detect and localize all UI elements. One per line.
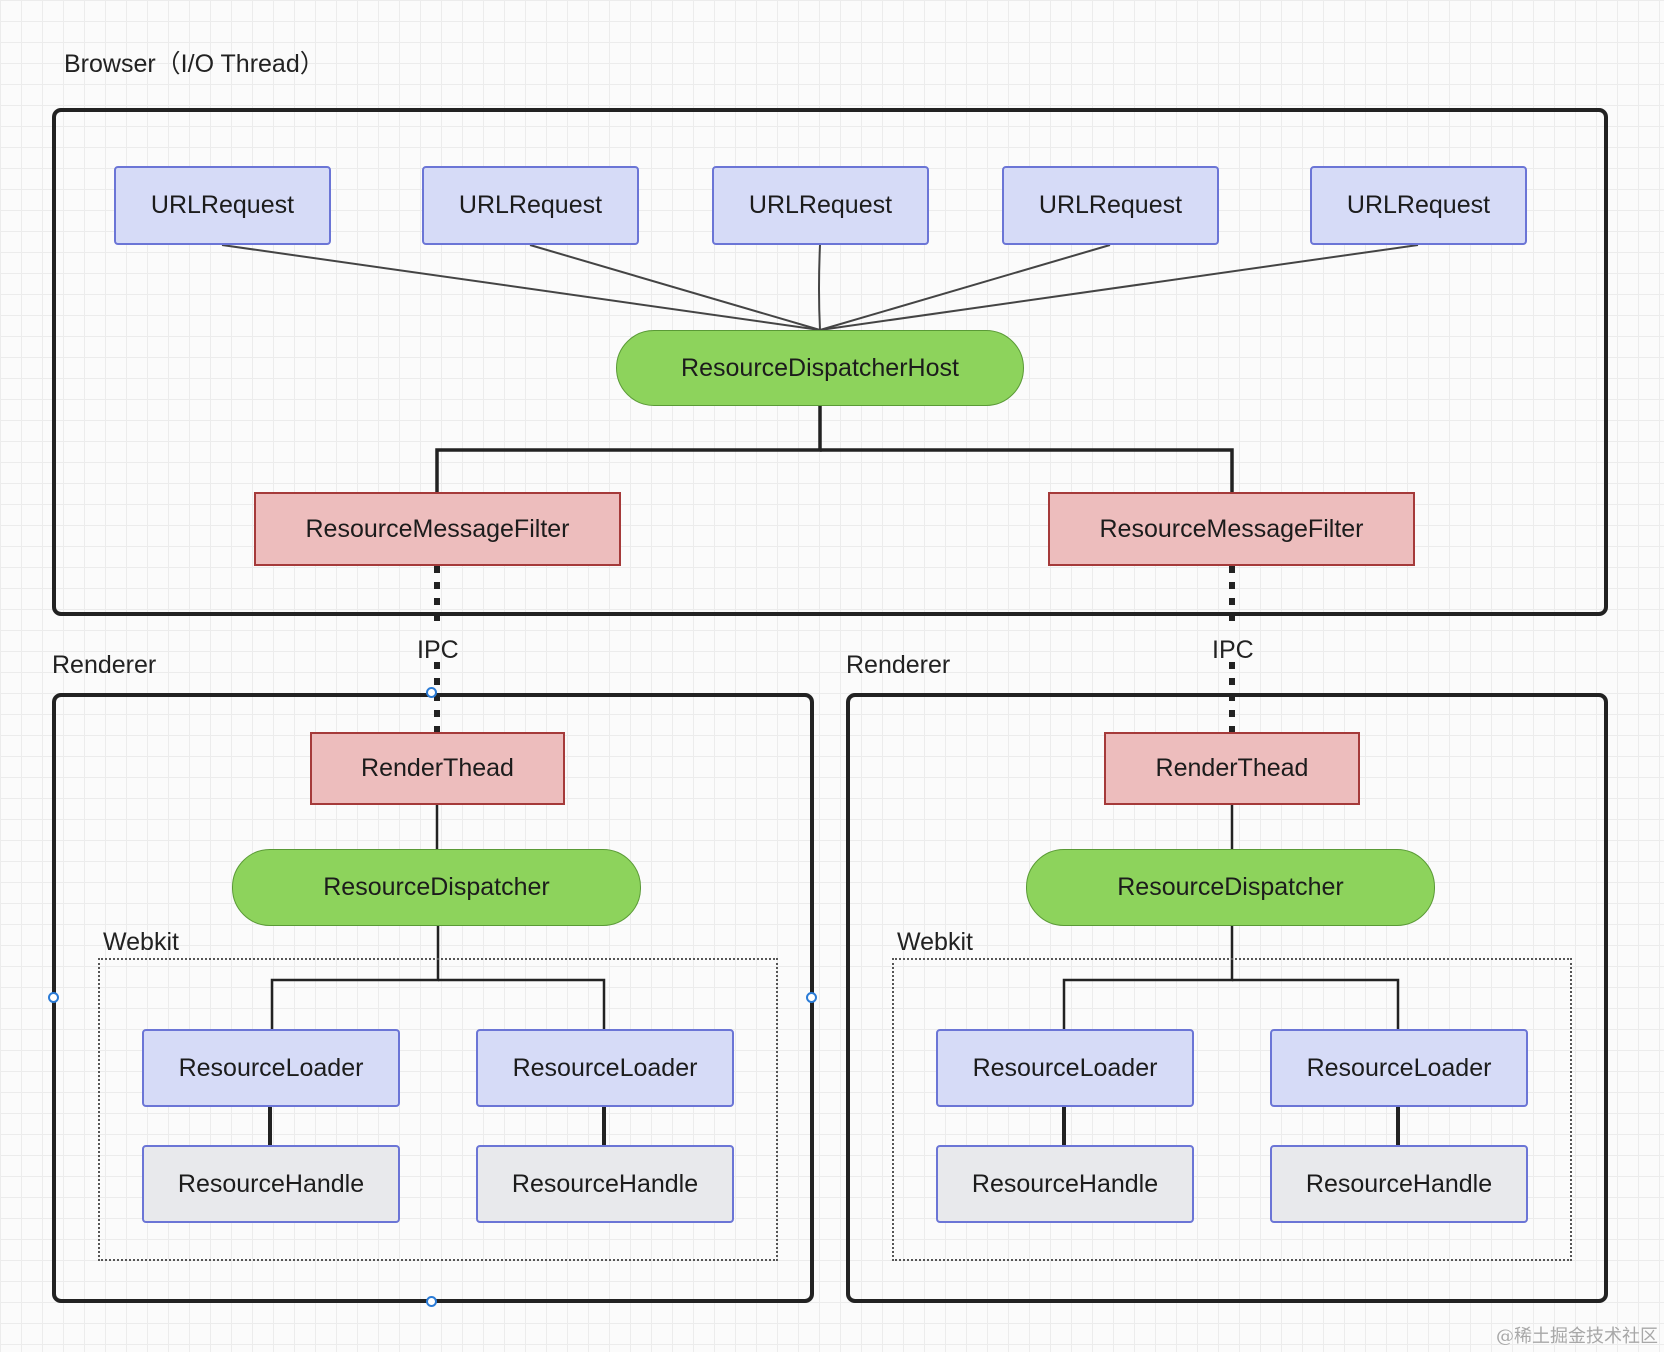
resource-handle-2a[interactable]: ResourceHandle bbox=[936, 1145, 1194, 1223]
connector-url-5 bbox=[819, 244, 1419, 331]
url-request-3[interactable]: URLRequest bbox=[712, 166, 929, 245]
url-request-4[interactable]: URLRequest bbox=[1002, 166, 1219, 245]
resource-handle-1b[interactable]: ResourceHandle bbox=[476, 1145, 734, 1223]
ipc-label-right: IPC bbox=[1212, 636, 1254, 664]
connector-r2-dispatcher-loaders bbox=[1062, 926, 1234, 1029]
resource-message-filter-2[interactable]: ResourceMessageFilter bbox=[1048, 492, 1415, 566]
url-request-1[interactable]: URLRequest bbox=[114, 166, 331, 245]
resource-dispatcher-2[interactable]: ResourceDispatcher bbox=[1026, 849, 1435, 926]
selection-handle-right[interactable] bbox=[806, 992, 817, 1003]
connector-host-filters bbox=[435, 405, 822, 492]
renderer-region-2[interactable] bbox=[846, 693, 1608, 1303]
renderer-label-1: Renderer bbox=[52, 651, 157, 679]
connector-url-2 bbox=[529, 244, 821, 331]
selection-handle-left[interactable] bbox=[48, 992, 59, 1003]
connector-url-3 bbox=[818, 244, 821, 331]
url-request-2[interactable]: URLRequest bbox=[422, 166, 639, 245]
resource-loader-1a[interactable]: ResourceLoader bbox=[142, 1029, 400, 1107]
url-request-5[interactable]: URLRequest bbox=[1310, 166, 1527, 245]
resource-loader-2b[interactable]: ResourceLoader bbox=[1270, 1029, 1528, 1107]
connector-url-1 bbox=[221, 244, 821, 331]
ipc-label-left: IPC bbox=[417, 636, 459, 664]
resource-dispatcher-host[interactable]: ResourceDispatcherHost bbox=[616, 330, 1024, 406]
webkit-region-1 bbox=[98, 958, 778, 1261]
watermark: @稀土掘金技术社区 bbox=[1496, 1326, 1658, 1347]
render-thread-2[interactable]: RenderThead bbox=[1104, 732, 1360, 805]
resource-loader-1b[interactable]: ResourceLoader bbox=[476, 1029, 734, 1107]
webkit-label-2: Webkit bbox=[897, 928, 973, 956]
connector-r1-dispatcher-loaders bbox=[270, 926, 440, 1029]
selection-handle-bottom[interactable] bbox=[426, 1296, 437, 1307]
resource-message-filter-1[interactable]: ResourceMessageFilter bbox=[254, 492, 621, 566]
connector-url-4 bbox=[819, 244, 1111, 331]
resource-handle-1a[interactable]: ResourceHandle bbox=[142, 1145, 400, 1223]
browser-region[interactable] bbox=[52, 108, 1608, 616]
webkit-label-1: Webkit bbox=[103, 928, 179, 956]
renderer-label-2: Renderer bbox=[846, 651, 951, 679]
browser-label: Browser（I/O Thread） bbox=[64, 50, 325, 78]
resource-loader-2a[interactable]: ResourceLoader bbox=[936, 1029, 1194, 1107]
webkit-region-2 bbox=[892, 958, 1572, 1261]
render-thread-1[interactable]: RenderThead bbox=[310, 732, 565, 805]
resource-dispatcher-1[interactable]: ResourceDispatcher bbox=[232, 849, 641, 926]
selection-handle-top[interactable] bbox=[426, 687, 437, 698]
resource-handle-2b[interactable]: ResourceHandle bbox=[1270, 1145, 1528, 1223]
